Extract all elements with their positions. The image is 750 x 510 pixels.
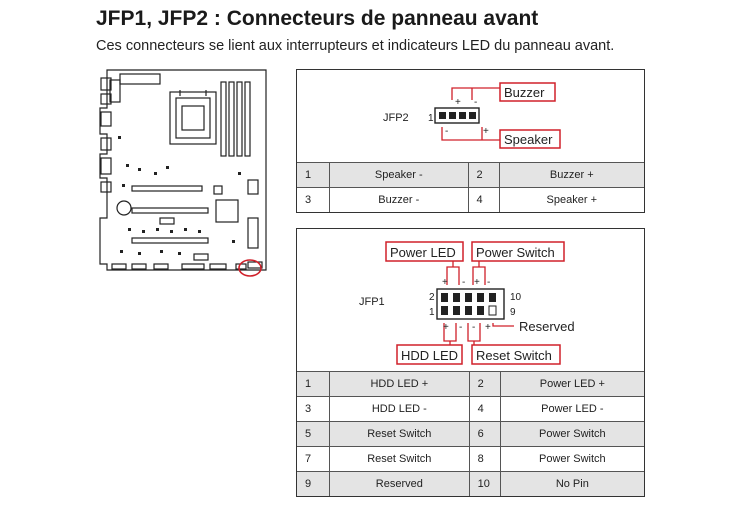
table-row: 1 HDD LED + 2 Power LED +: [297, 371, 644, 397]
table-row: 7 Reset Switch 8 Power Switch: [297, 446, 644, 472]
jfp2-diagram: JFP2 1 + - Buzzer - + Speaker: [383, 82, 561, 149]
jfp1-panel: Power LED Power Switch + - + - JFP1 2 1 …: [296, 228, 645, 497]
jfp2-pin: [469, 112, 476, 119]
reset-switch-label-box: [471, 344, 561, 365]
hdd-led-label-box: [396, 344, 463, 365]
pin-number: 4: [468, 187, 500, 212]
power-switch-plus: +: [474, 277, 480, 288]
motherboard-diagram: [99, 69, 267, 277]
page-title: JFP1, JFP2 : Connecteurs de panneau avan…: [96, 7, 539, 30]
pin-number: 5: [297, 421, 330, 447]
pin-number: 2: [468, 162, 500, 188]
pin-number: 6: [469, 421, 501, 447]
table-row: 5 Reset Switch 6 Power Switch: [297, 421, 644, 447]
page-subtitle: Ces connecteurs se lient aux interrupteu…: [96, 38, 615, 54]
pin-number: 8: [469, 446, 501, 472]
table-row: 3 HDD LED - 4 Power LED -: [297, 396, 644, 422]
pin-signal: Reserved: [329, 471, 470, 496]
jfp2-speaker-minus: -: [445, 126, 448, 137]
jfp1-pin: [453, 306, 460, 315]
jfp1-pin-1-label: 1: [429, 307, 435, 318]
pin-signal: Power LED -: [500, 396, 644, 422]
pin-number: 1: [297, 162, 330, 188]
table-row: 3 Buzzer - 4 Speaker +: [297, 187, 644, 212]
reset-switch-minus: +: [485, 322, 491, 333]
hdd-led-label: HDD LED: [401, 348, 458, 363]
jfp1-label: JFP1: [359, 296, 385, 308]
jfp1-pin: [477, 306, 484, 315]
jfp1-pin: [465, 293, 472, 302]
jfp2-pin-table: 1 Speaker - 2 Buzzer + 3 Buzzer - 4 Spea…: [297, 162, 644, 212]
pin-signal: Buzzer -: [329, 187, 469, 212]
power-switch-label: Power Switch: [476, 245, 555, 260]
pin-number: 7: [297, 446, 330, 472]
pin-signal: No Pin: [500, 471, 644, 496]
pin-number: 2: [469, 371, 501, 397]
speaker-label-box: [499, 129, 561, 149]
pin-signal: Power Switch: [500, 421, 644, 447]
hdd-led-plus: +: [443, 322, 449, 333]
jfp1-diagram: Power LED Power Switch + - + - JFP1 2 1 …: [359, 241, 575, 365]
power-led-label-box: [385, 241, 464, 262]
pin-number: 3: [297, 187, 330, 212]
jfp2-speaker-plus: +: [483, 126, 489, 137]
jfp1-pin: [441, 306, 448, 315]
reset-switch-label: Reset Switch: [476, 348, 552, 363]
table-row: 1 Speaker - 2 Buzzer +: [297, 162, 644, 188]
jfp2-buzzer-minus: -: [474, 97, 477, 108]
jfp1-empty-pin: [488, 305, 497, 316]
pin-signal: Speaker +: [499, 187, 644, 212]
jfp2-header: [434, 107, 480, 124]
jfp1-pin-2-label: 2: [429, 292, 435, 303]
pin-signal: Reset Switch: [329, 446, 470, 472]
jfp2-panel: JFP2 1 + - Buzzer - + Speaker 1 Speaker …: [296, 69, 645, 213]
jfp1-pin-table: 1 HDD LED + 2 Power LED + 3 HDD LED - 4 …: [297, 371, 644, 496]
power-switch-label-box: [471, 241, 565, 262]
jfp1-pin-9-label: 9: [510, 307, 516, 318]
jfp2-pin: [459, 112, 466, 119]
reset-switch-plus: -: [472, 322, 475, 333]
buzzer-label-box: [499, 82, 556, 102]
jfp2-pin-1-label: 1: [428, 113, 434, 124]
power-switch-minus: -: [487, 277, 490, 288]
jfp-highlight-circle: [238, 259, 262, 277]
pin-signal: Power LED +: [500, 371, 644, 397]
pin-number: 3: [297, 396, 330, 422]
jfp1-pin-10-label: 10: [510, 292, 522, 303]
pin-number: 10: [469, 471, 501, 496]
jfp2-pin: [449, 112, 456, 119]
hdd-led-minus: -: [459, 322, 462, 333]
jfp1-pin: [489, 293, 496, 302]
jfp2-label: JFP2: [383, 112, 409, 124]
table-row: 9 Reserved 10 No Pin: [297, 471, 644, 496]
pin-signal: Power Switch: [500, 446, 644, 472]
buzzer-label: Buzzer: [504, 85, 545, 100]
pin-number: 4: [469, 396, 501, 422]
jfp1-pin: [453, 293, 460, 302]
jfp2-buzzer-plus: +: [455, 97, 461, 108]
jfp1-pin: [441, 293, 448, 302]
pin-signal: Buzzer +: [499, 162, 644, 188]
power-led-minus: -: [462, 277, 465, 288]
pin-signal: Speaker -: [329, 162, 469, 188]
pin-signal: HDD LED -: [329, 396, 470, 422]
jfp1-pin: [477, 293, 484, 302]
pin-signal: HDD LED +: [329, 371, 470, 397]
reserved-label: Reserved: [519, 319, 575, 334]
power-led-plus: +: [442, 277, 448, 288]
jfp2-pin: [439, 112, 446, 119]
speaker-label: Speaker: [504, 132, 553, 147]
pin-signal: Reset Switch: [329, 421, 470, 447]
pin-number: 9: [297, 471, 330, 496]
power-led-label: Power LED: [390, 245, 456, 260]
pin-number: 1: [297, 371, 330, 397]
jfp1-pin: [465, 306, 472, 315]
